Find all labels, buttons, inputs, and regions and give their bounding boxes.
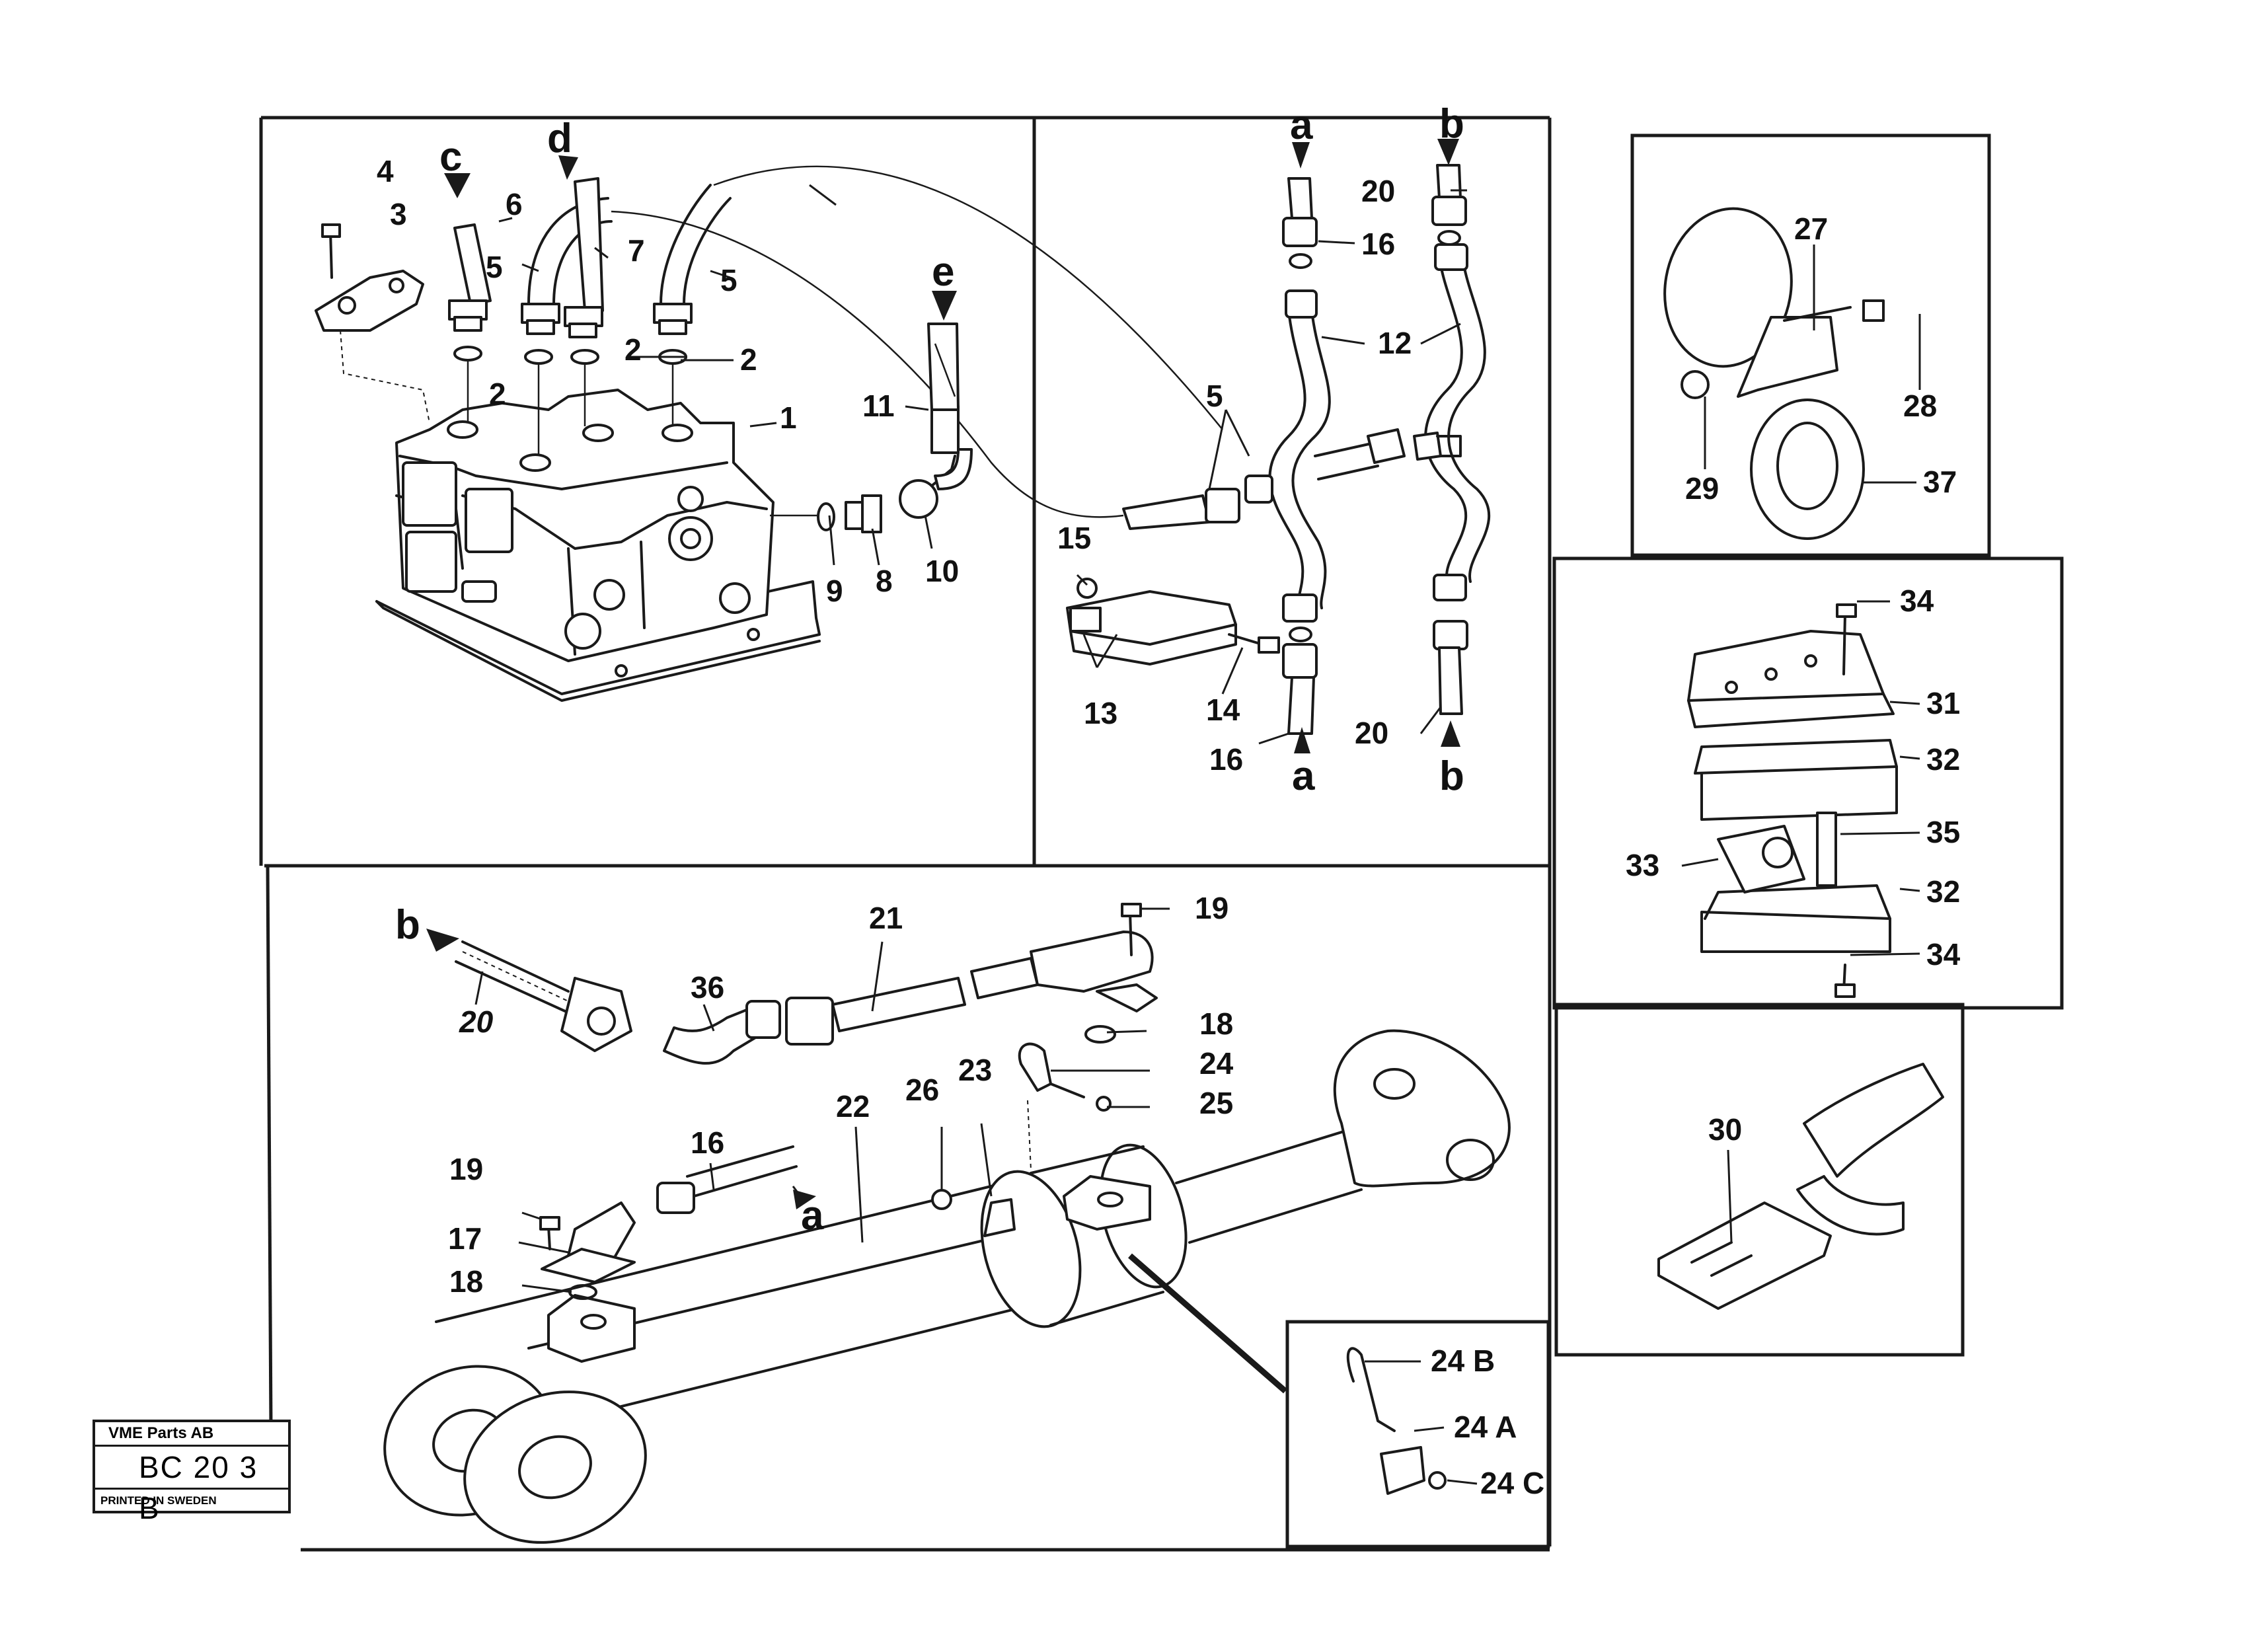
label-18: 18	[449, 1264, 483, 1299]
label-33: 33	[1626, 848, 1659, 882]
stamp-code: BC 20 3 B	[95, 1447, 288, 1525]
leader-lines	[474, 184, 1921, 1485]
panel-frames	[259, 116, 2064, 1552]
pipe-assembly-12	[1122, 164, 1491, 735]
arrow-c-icon	[444, 173, 471, 198]
connection-letters: c d e a b a b b a	[395, 101, 1464, 1238]
letter-d: d	[547, 116, 572, 161]
label-2: 2	[740, 342, 757, 377]
letter-b: b	[1439, 753, 1464, 799]
label-15: 15	[1057, 521, 1091, 555]
arrow-e-icon	[932, 291, 957, 321]
label-29: 29	[1685, 471, 1719, 506]
label-2: 2	[489, 377, 506, 411]
label-21: 21	[869, 901, 903, 935]
label-19: 19	[449, 1152, 483, 1186]
letter-b: b	[1439, 101, 1464, 147]
label-5: 5	[486, 250, 503, 284]
label-37: 37	[1923, 465, 1957, 499]
hose-fittings-top	[448, 177, 732, 456]
label-18: 18	[1199, 1007, 1233, 1041]
arrow-a-bottom-icon	[1294, 727, 1310, 753]
label-16: 16	[691, 1125, 724, 1160]
stamp-company: VME Parts AB	[95, 1422, 288, 1447]
label-2: 2	[624, 332, 642, 367]
label-1: 1	[780, 400, 797, 435]
arrow-b-bottom-icon	[1441, 720, 1460, 747]
arrow-d-icon	[558, 155, 578, 180]
label-5: 5	[720, 263, 737, 297]
label-19: 19	[1195, 891, 1228, 925]
letter-e: e	[932, 249, 954, 295]
arrow-a-cylinder-icon	[793, 1190, 816, 1209]
hose-16-assembly	[539, 1145, 798, 1300]
label-20: 20	[1361, 174, 1395, 208]
label-16: 16	[1209, 742, 1243, 777]
flange-guide-line	[340, 330, 430, 424]
label-36: 36	[691, 970, 724, 1005]
label-35: 35	[1926, 815, 1960, 849]
label-27: 27	[1794, 211, 1828, 246]
label-25: 25	[1199, 1086, 1233, 1120]
label-14: 14	[1206, 693, 1240, 727]
connection-arrows	[426, 139, 1460, 1209]
title-stamp: VME Parts AB BC 20 3 B PRINTED IN SWEDEN	[93, 1420, 291, 1525]
label-24a: 24 A	[1454, 1410, 1517, 1444]
arrow-a-top-icon	[1292, 142, 1310, 169]
label-5: 5	[1206, 379, 1223, 413]
label-3: 3	[390, 197, 407, 231]
label-10: 10	[925, 554, 959, 588]
label-34: 34	[1900, 584, 1934, 618]
clip-guide-line	[1027, 1100, 1032, 1170]
letter-c: c	[439, 134, 462, 180]
label-30: 30	[1708, 1112, 1742, 1147]
label-23: 23	[958, 1053, 992, 1087]
label-34: 34	[1926, 937, 1961, 971]
strap-30	[1657, 1063, 1944, 1310]
side-port-fittings	[770, 323, 973, 533]
label-24: 24	[1199, 1046, 1234, 1081]
hydraulic-cylinder	[383, 1029, 1511, 1544]
label-26: 26	[905, 1073, 939, 1107]
inset-clip-24	[1346, 1347, 1447, 1495]
letter-a: a	[1290, 102, 1313, 148]
hose-20-assembly	[455, 903, 1158, 1210]
label-17: 17	[448, 1221, 482, 1256]
letter-b: b	[395, 902, 420, 948]
clamp-13	[1066, 578, 1280, 666]
label-20: 20	[1355, 716, 1388, 750]
label-16: 16	[1361, 227, 1395, 261]
stamp-printed: PRINTED IN SWEDEN	[100, 1494, 217, 1507]
label-31: 31	[1926, 686, 1960, 720]
arrow-b-cylinder-icon	[426, 929, 459, 952]
letter-a: a	[1292, 753, 1315, 799]
label-20: 20	[459, 1005, 494, 1039]
label-24b: 24 B	[1431, 1344, 1495, 1378]
label-32: 32	[1926, 742, 1960, 777]
label-9: 9	[826, 574, 843, 608]
letter-a: a	[801, 1193, 824, 1238]
label-13: 13	[1084, 696, 1117, 730]
hose-5-routing-a	[713, 165, 1223, 430]
label-22: 22	[836, 1089, 870, 1123]
label-11: 11	[862, 389, 895, 423]
label-4: 4	[377, 154, 394, 188]
flange-3	[315, 223, 424, 332]
ring-clamp-27	[1663, 207, 1885, 540]
label-12: 12	[1378, 326, 1412, 360]
label-7: 7	[628, 233, 645, 268]
label-6: 6	[506, 187, 523, 221]
pipe-clamp-31	[1687, 603, 1898, 998]
control-valve-assembly	[375, 389, 821, 702]
inset-leader	[1128, 1253, 1287, 1394]
label-32: 32	[1926, 874, 1960, 909]
label-28: 28	[1903, 389, 1937, 423]
part-labels: 1 2 2 2 3 4 5 5 5 6 7 8 9 10 11 12 13 14…	[377, 154, 1961, 1500]
label-8: 8	[876, 564, 893, 598]
arrow-b-top-icon	[1437, 139, 1459, 165]
label-24c: 24 C	[1480, 1466, 1544, 1500]
